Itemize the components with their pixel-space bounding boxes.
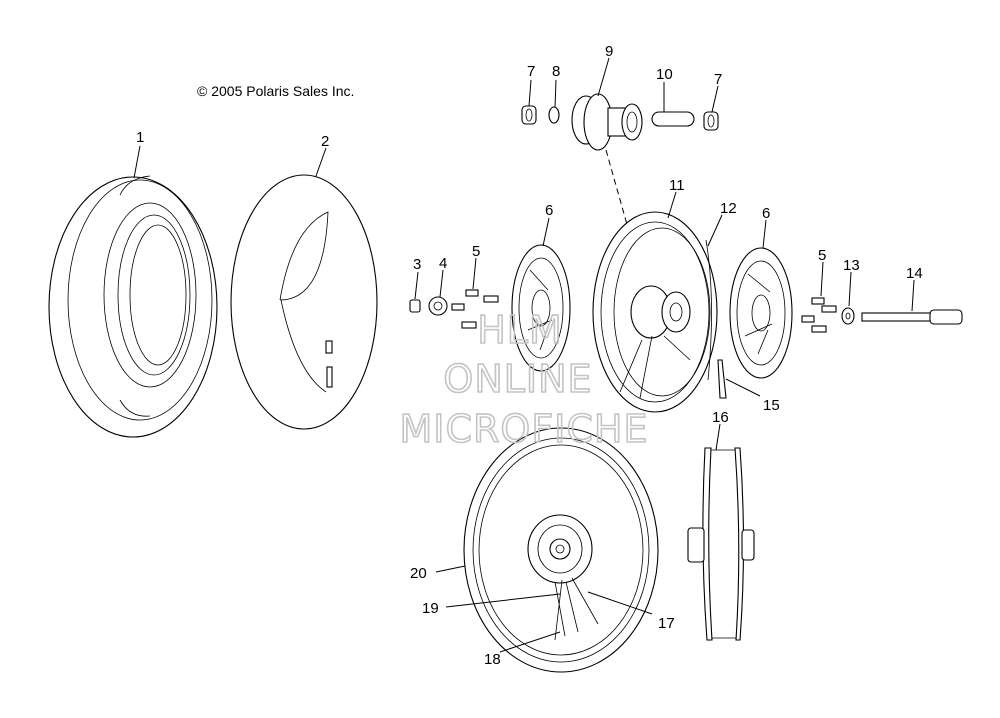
callout-2: 2 <box>321 133 329 150</box>
callout-7-right: 7 <box>714 71 722 88</box>
washer-part-13 <box>841 307 855 325</box>
callout-8: 8 <box>552 63 560 80</box>
callout-16: 16 <box>712 409 729 426</box>
watermark-line3: MICROFICHE <box>399 407 648 451</box>
callout-13: 13 <box>843 257 860 274</box>
bearing-part-4 <box>428 296 448 316</box>
callout-9: 9 <box>605 43 613 60</box>
tube-part-2 <box>230 174 378 430</box>
brake-rotor-part-6-left <box>511 244 571 372</box>
watermark: HLM ONLINE MICROFICHE <box>399 307 649 452</box>
wheel-assembly-part-11 <box>592 211 718 413</box>
bolts-part-5-left <box>451 289 499 329</box>
callout-18: 18 <box>484 651 501 668</box>
callout-14: 14 <box>906 265 923 282</box>
callout-15: 15 <box>763 397 780 414</box>
watermark-line1: HLM <box>477 308 563 352</box>
callout-17: 17 <box>658 615 675 632</box>
axle-part-14 <box>861 309 963 325</box>
callout-7-left: 7 <box>527 63 535 80</box>
callout-5-left: 5 <box>472 243 480 260</box>
wheel-side-part-16 <box>687 447 755 641</box>
callout-12: 12 <box>720 200 737 217</box>
callout-labels: 1 2 3 4 5 6 7 8 9 10 7 11 12 6 5 13 14 1… <box>136 43 923 668</box>
callout-11: 11 <box>669 177 685 194</box>
copyright-text: © 2005 Polaris Sales Inc. <box>197 83 354 99</box>
seal-part-8 <box>548 106 560 124</box>
hub-part-9 <box>571 93 643 151</box>
spokes-part-17-19 <box>554 577 599 641</box>
callout-4: 4 <box>439 255 447 272</box>
callout-19: 19 <box>422 600 439 617</box>
callout-6-left: 6 <box>545 202 553 219</box>
callout-10: 10 <box>656 66 673 83</box>
bearing-part-7-top-right <box>703 111 719 131</box>
bolts-part-5-right <box>801 297 837 333</box>
callout-20: 20 <box>410 565 427 582</box>
callout-5-right: 5 <box>818 247 826 264</box>
wheel-part-20 <box>463 427 659 673</box>
callout-1: 1 <box>136 129 144 146</box>
brake-rotor-part-6-right <box>729 247 793 379</box>
assembly-centerline <box>605 149 629 229</box>
callout-6-right: 6 <box>762 205 770 222</box>
rim-band-part-12 <box>705 239 712 381</box>
tire-part-1 <box>48 175 218 438</box>
spacer-part-3 <box>409 299 421 313</box>
strip-part-15 <box>717 359 727 399</box>
watermark-line2: ONLINE <box>443 357 592 401</box>
leader-lines <box>133 57 915 653</box>
bearing-part-7-top-left <box>521 105 537 125</box>
spacer-tube-part-10 <box>651 111 695 127</box>
callout-3: 3 <box>413 256 421 273</box>
